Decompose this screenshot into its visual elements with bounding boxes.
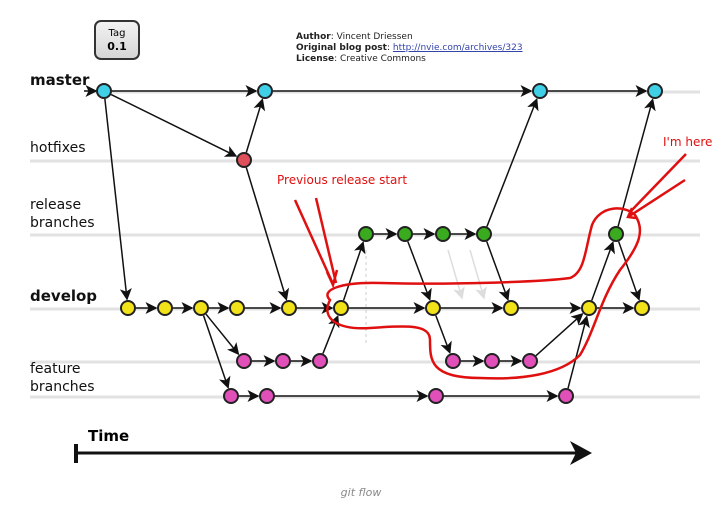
tag-label: Tag (108, 28, 126, 39)
commit-node-master (647, 83, 663, 99)
commit-node-release (608, 226, 624, 242)
edge-m0-d0 (104, 98, 132, 301)
lane-label-hotfixes: hotfixes (30, 140, 86, 156)
lane-label-feature-2: branches (30, 379, 95, 395)
commit-node-master (532, 83, 548, 99)
commit-node-hotfix (236, 152, 252, 168)
lane-label-master: master (30, 71, 90, 89)
commit-node-develop (333, 300, 349, 316)
edge-r4-d9 (617, 241, 642, 301)
blog-link[interactable]: http://nvie.com/archives/323 (392, 43, 523, 53)
lane-label-develop: develop (30, 287, 98, 305)
commit-node-feature (236, 353, 252, 369)
tag-callout: Tag 0.1 (94, 20, 140, 60)
edge-d8-r4 (591, 241, 615, 301)
commit-node-feature (558, 388, 574, 404)
commit-node-release (435, 226, 451, 242)
commit-node-develop (120, 300, 136, 316)
author: : Vincent Driessen (330, 32, 413, 42)
selection-loop (326, 207, 642, 380)
commit-node-master (96, 83, 112, 99)
author-label: Author (296, 32, 331, 42)
commit-node-feature (312, 353, 328, 369)
edge-d2-g0 (202, 315, 231, 389)
edge-f5-d8 (535, 313, 584, 357)
edge-r3-d7 (486, 241, 510, 301)
edge-g3-d8 (567, 315, 590, 389)
im-here-note: I'm here (663, 135, 713, 149)
edge-r1-d6 (407, 241, 432, 301)
tag-version: 0.1 (107, 40, 127, 53)
faded-edge (469, 249, 487, 300)
edge-r4-m3 (617, 98, 656, 227)
commit-node-feature (275, 353, 291, 369)
previous-release-note: Previous release start (277, 173, 408, 187)
commit-node-feature (223, 388, 239, 404)
commit-node-develop (193, 300, 209, 316)
commit-node-develop (157, 300, 173, 316)
credits: Author: Vincent Driessen Original blog p… (296, 32, 523, 65)
annotations (293, 153, 687, 380)
commit-node-master (257, 83, 273, 99)
commit-node-release (397, 226, 413, 242)
edge-h0-d4 (245, 167, 290, 301)
commit-node-develop (281, 300, 297, 316)
commit-node-develop (634, 300, 650, 316)
commit-node-feature (259, 388, 275, 404)
edge-d2-f0 (205, 313, 240, 356)
im-here-arrow (626, 153, 687, 220)
commit-node-feature (522, 353, 538, 369)
commit-node-feature (428, 388, 444, 404)
license: : Creative Commons (334, 54, 426, 64)
lane-label-release-1: release (30, 197, 82, 213)
commit-node-feature (484, 353, 500, 369)
time-arrow (74, 441, 592, 465)
edge-d5-r0 (342, 241, 366, 301)
edge-r3-m2 (486, 97, 539, 227)
lane-label-feature-1: feature (30, 361, 81, 377)
license-label: License (296, 54, 335, 64)
commit-node-feature (445, 353, 461, 369)
blog-label: Original blog post (296, 43, 387, 53)
commit-node-release (476, 226, 492, 242)
commit-node-develop (425, 300, 441, 316)
blog-sep: : (386, 43, 393, 53)
edge-h0-m1 (245, 98, 266, 153)
edge-m0-h0 (110, 93, 238, 157)
commit-node-develop (503, 300, 519, 316)
commit-node-develop (229, 300, 245, 316)
previous-release-arrow (293, 197, 339, 289)
commit-node-develop (581, 300, 597, 316)
edge-d6-f3 (435, 315, 452, 354)
faded-edge (447, 249, 465, 300)
lane-label-release-2: branches (30, 215, 95, 231)
commit-node-release (358, 226, 374, 242)
caption: git flow (340, 486, 382, 499)
time-label: Time (88, 427, 130, 445)
